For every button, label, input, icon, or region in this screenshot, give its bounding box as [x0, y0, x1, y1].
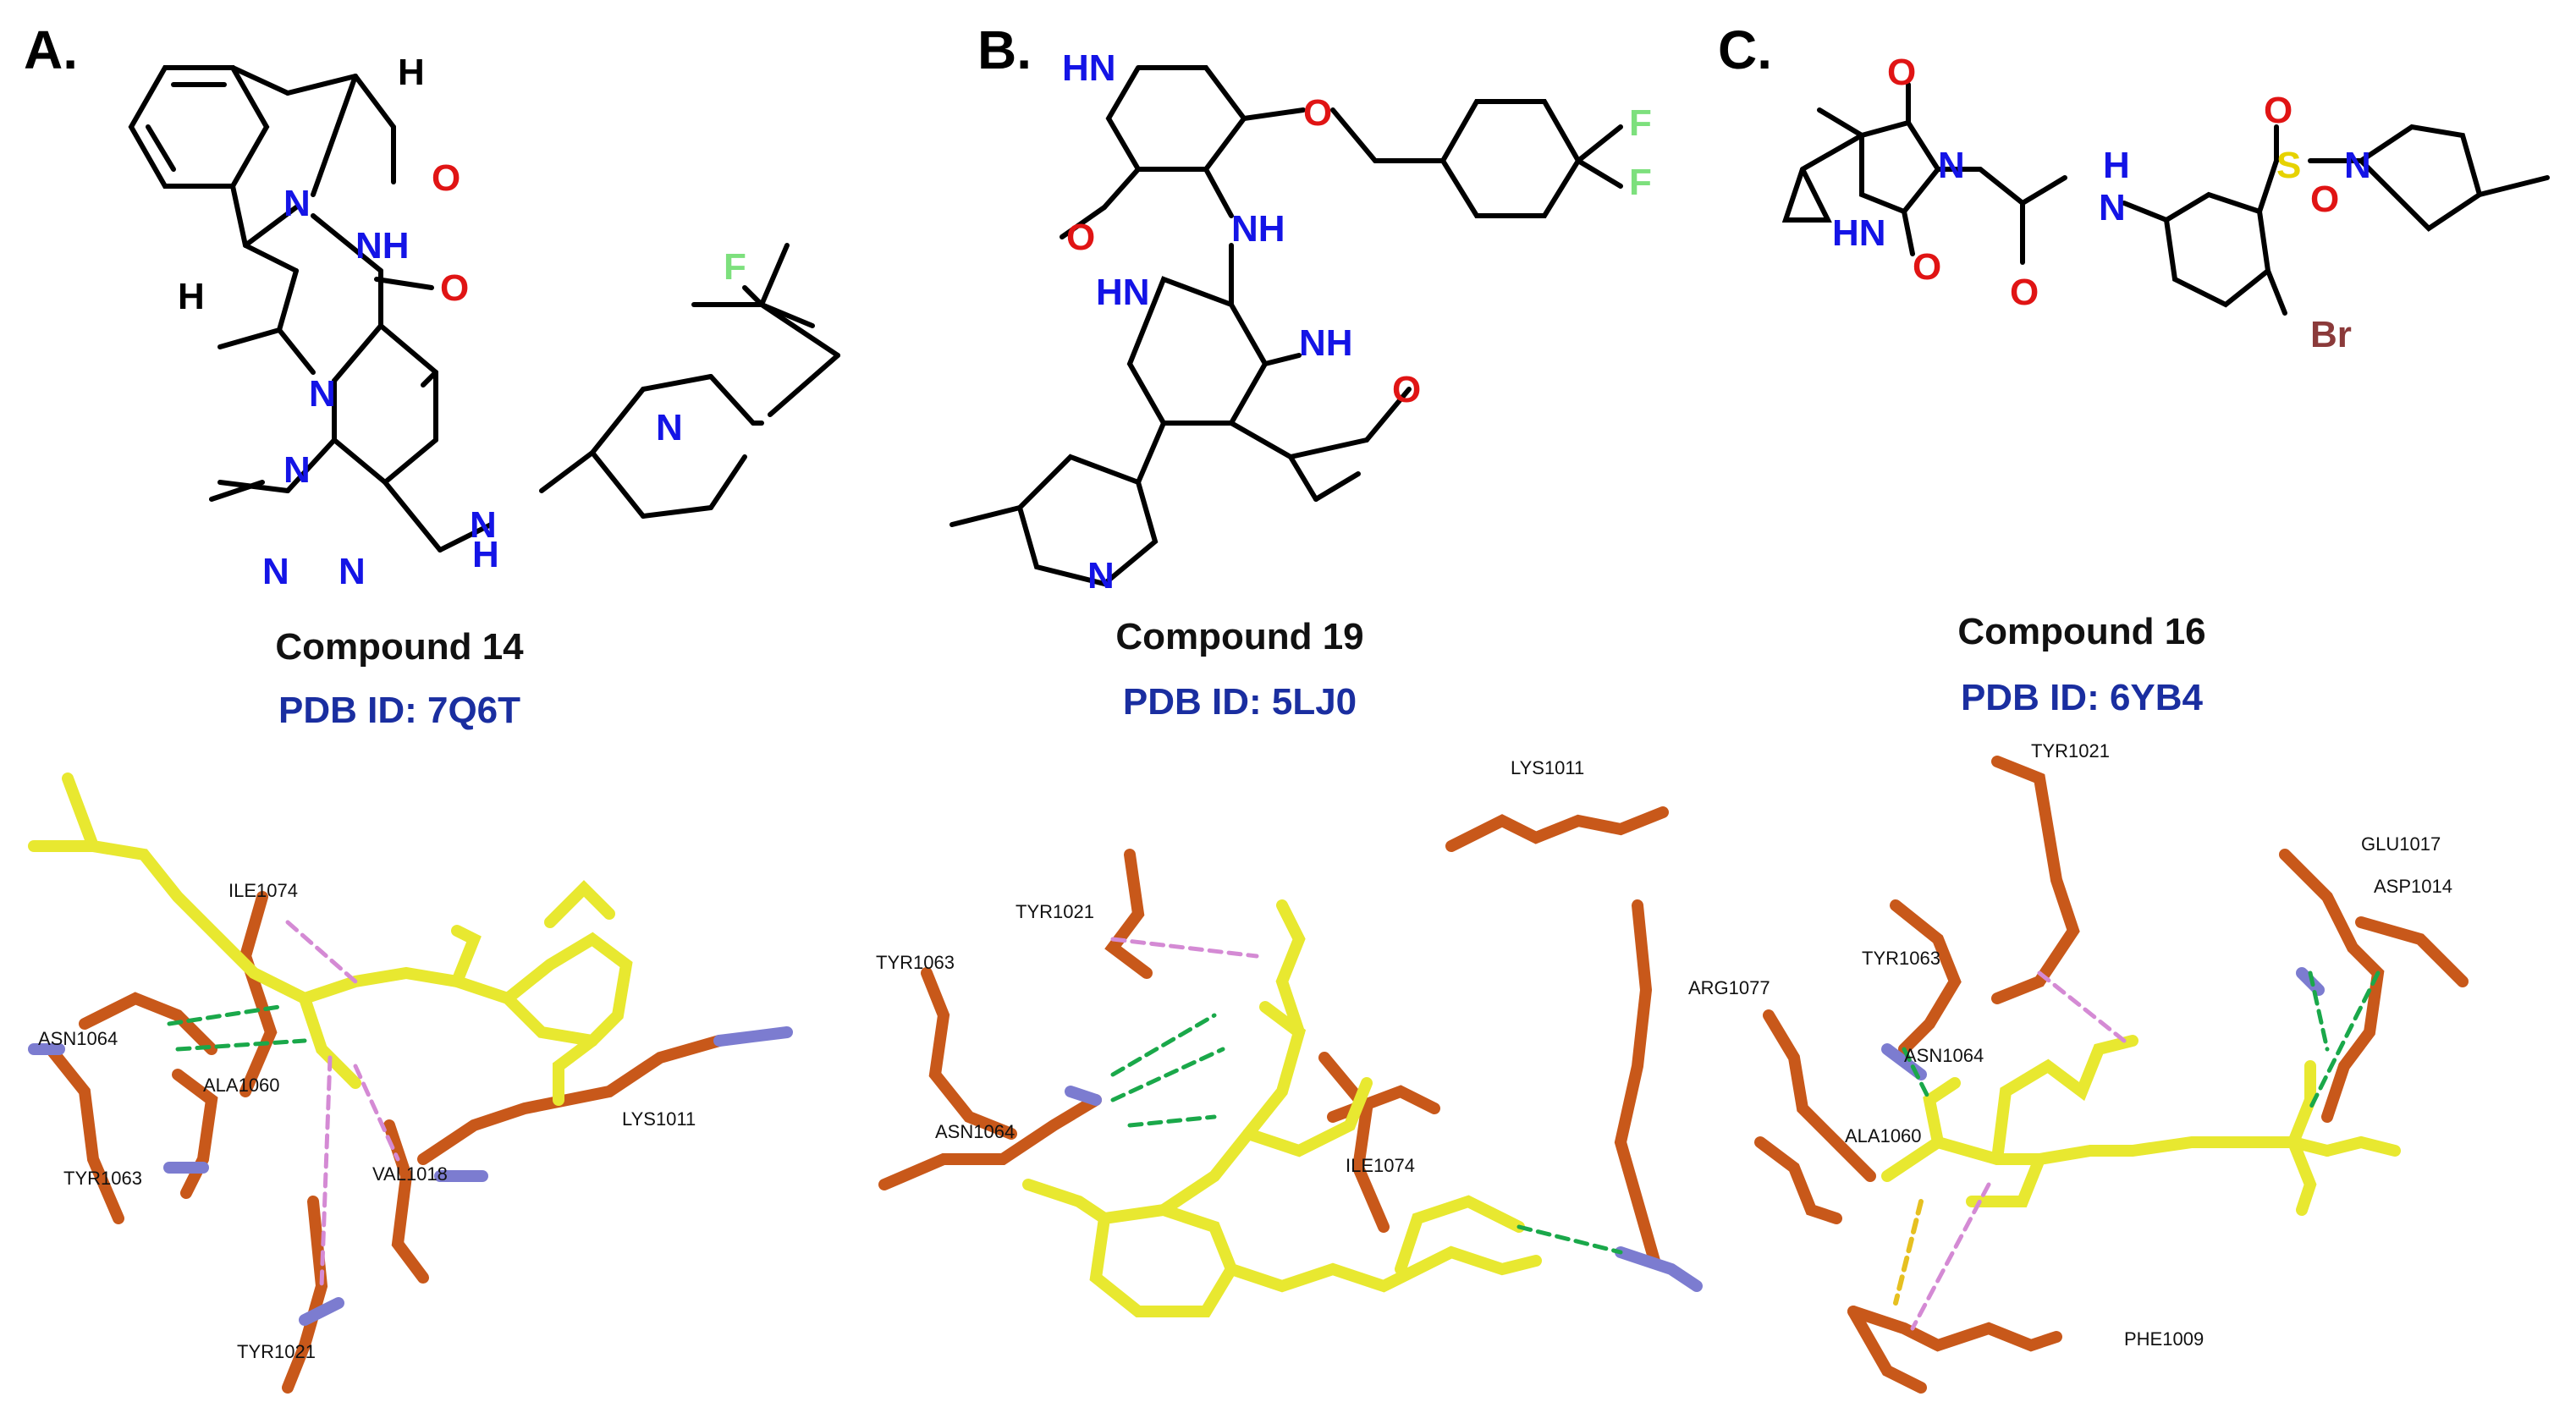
residue-label: TYR1063 — [876, 952, 955, 973]
atom-label: H — [2103, 145, 2130, 186]
atom-label: O — [1913, 246, 1941, 288]
residue-label: TYR1021 — [1016, 901, 1094, 922]
residue-label: TYR1021 — [2031, 740, 2110, 761]
residue-label: TYR1063 — [63, 1168, 142, 1189]
atom-label: N — [2099, 187, 2126, 228]
compound-name: Compound 14 — [275, 626, 524, 668]
panel-letter: A. — [24, 19, 78, 80]
atom-label: N — [283, 183, 311, 224]
atom-label: N — [2344, 145, 2371, 186]
residue-label: VAL1018 — [372, 1163, 448, 1185]
atom-label: HN — [1832, 212, 1886, 254]
atom-label: N — [656, 407, 683, 448]
atom-label: N — [339, 551, 366, 592]
atom-label: F — [1629, 162, 1652, 203]
residue-label: LYS1011 — [1511, 757, 1584, 778]
residue-label: ASN1064 — [38, 1028, 118, 1049]
pdb-id: PDB ID: 6YB4 — [1960, 677, 2204, 718]
panel-c: C. O N H N O S — [1718, 0, 2576, 1413]
residue-label: LYS1011 — [622, 1108, 696, 1130]
atom-label: N — [1938, 145, 1965, 186]
residue-label: ASN1064 — [1904, 1045, 1984, 1066]
atom-label: Br — [2310, 314, 2352, 355]
residue-label: ARG1077 — [1688, 977, 1770, 998]
panel-b: B. HN O F — [859, 0, 1770, 1413]
residue-label: TYR1021 — [237, 1341, 316, 1362]
atom-label: H — [472, 534, 499, 575]
atom-label: H — [178, 276, 205, 317]
atom-label: N — [283, 449, 311, 491]
atom-label: O — [2010, 272, 2039, 313]
residue-label: ILE1074 — [228, 880, 298, 901]
residue-label: ALA1060 — [1845, 1125, 1922, 1146]
residue-label: PHE1009 — [2124, 1328, 2204, 1350]
atom-label: O — [2264, 90, 2293, 131]
atom-label: F — [724, 246, 746, 288]
panel-letter: C. — [1718, 19, 1772, 80]
atom-label: NH — [355, 225, 410, 267]
panel-letter: B. — [977, 19, 1032, 80]
compound-14-structure: H O N NH H O N N N N N N H F — [128, 52, 840, 592]
atom-label: O — [1066, 217, 1095, 258]
atom-label: S — [2276, 145, 2301, 186]
compound-19-structure: HN O F F O NH HN NH O N — [949, 47, 1652, 597]
residue-label: ASN1064 — [935, 1121, 1015, 1142]
atom-label: O — [2310, 179, 2339, 220]
atom-label: NH — [1299, 322, 1353, 364]
atom-label: N — [262, 551, 289, 592]
compound-name: Compound 16 — [1957, 611, 2206, 652]
residue-label: ILE1074 — [1346, 1155, 1415, 1176]
atom-label: H — [398, 52, 425, 93]
compound-16-structure: O N H N O S N O HN O O Br — [1781, 52, 2550, 355]
atom-label: F — [1629, 102, 1652, 144]
residue-label: TYR1063 — [1862, 948, 1940, 969]
atom-label: O — [1887, 52, 1916, 93]
atom-label: N — [1087, 555, 1115, 597]
residue-label: GLU1017 — [2361, 833, 2441, 855]
atom-label: O — [440, 267, 469, 309]
compound-name: Compound 19 — [1115, 616, 1364, 657]
atom-label: O — [1392, 369, 1421, 410]
binding-pose-5lj0: LYS1011 TYR1021 TYR1063 ARG1077 ASN1064 … — [876, 757, 1770, 1317]
pdb-id: PDB ID: 7Q6T — [278, 690, 521, 731]
residue-label: ASP1014 — [2374, 876, 2452, 897]
panel-a: A. — [0, 0, 859, 1413]
binding-pose-7q6t: ILE1074 ASN1064 ALA1060 LYS1011 TYR1063 … — [28, 772, 793, 1394]
pdb-id: PDB ID: 5LJ0 — [1122, 681, 1357, 723]
atom-label: O — [1303, 92, 1332, 134]
atom-label: O — [432, 157, 460, 199]
atom-label: HN — [1096, 272, 1150, 313]
atom-label: NH — [1231, 208, 1285, 250]
atom-label: N — [309, 373, 336, 415]
atom-label: HN — [1062, 47, 1116, 89]
residue-label: ALA1060 — [203, 1075, 280, 1096]
binding-pose-6yb4: TYR1021 GLU1017 ASP1014 TYR1063 ASN1064 … — [1754, 740, 2469, 1394]
atom-label: N — [470, 504, 497, 546]
